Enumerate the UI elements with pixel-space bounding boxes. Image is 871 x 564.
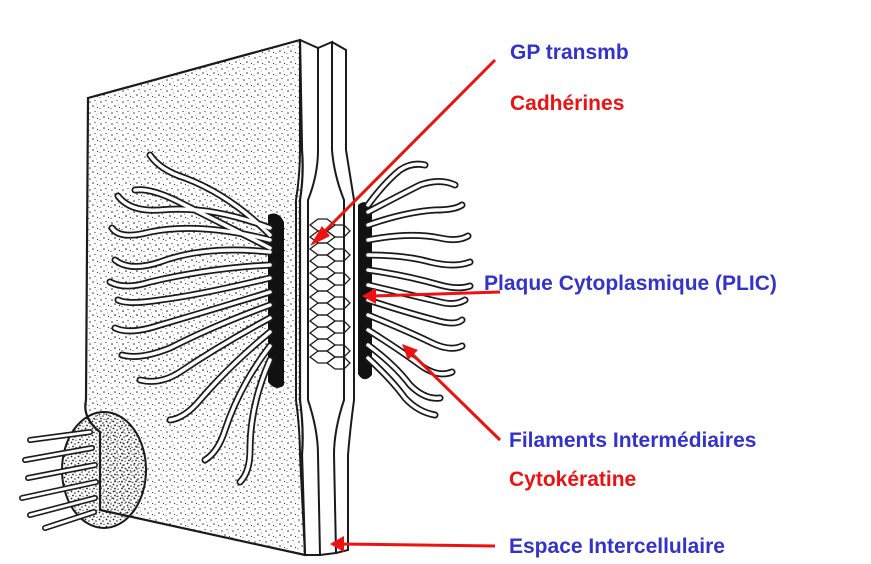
membrane-layer-2 (299, 39, 322, 556)
pointer-arrows (310, 58, 502, 552)
label-gp-transmb: GP transmb (510, 41, 629, 64)
arrowhead-filaments (402, 344, 418, 360)
label-filaments-intermediaires: Filaments Intermédiaires (509, 429, 757, 452)
arrow-plaque (371, 290, 501, 298)
arrow-filaments (408, 350, 502, 442)
cut-section (19, 411, 147, 531)
arrow-espace (339, 542, 496, 548)
intercellular-honeycomb (308, 218, 351, 370)
label-espace-intercellulaire: Espace Intercellulaire (509, 535, 725, 558)
arrowhead-gp-transmb (310, 226, 330, 246)
label-cadherines: Cadhérines (510, 92, 625, 115)
arrowhead-espace (330, 536, 344, 552)
label-cytokeratine: Cytokératine (509, 468, 637, 491)
left-filaments (106, 151, 274, 486)
right-filaments (364, 160, 474, 419)
membrane-layer-3 (317, 40, 345, 556)
membrane-layer-4 (331, 41, 355, 554)
label-plaque-cytoplasmique: Plaque Cytoplasmique (PLIC) (484, 272, 777, 295)
arrow-gp-transmb (316, 58, 497, 240)
membrane-layer-1 (295, 40, 306, 556)
arrowhead-plaque (362, 288, 376, 304)
right-plaque (358, 202, 372, 380)
